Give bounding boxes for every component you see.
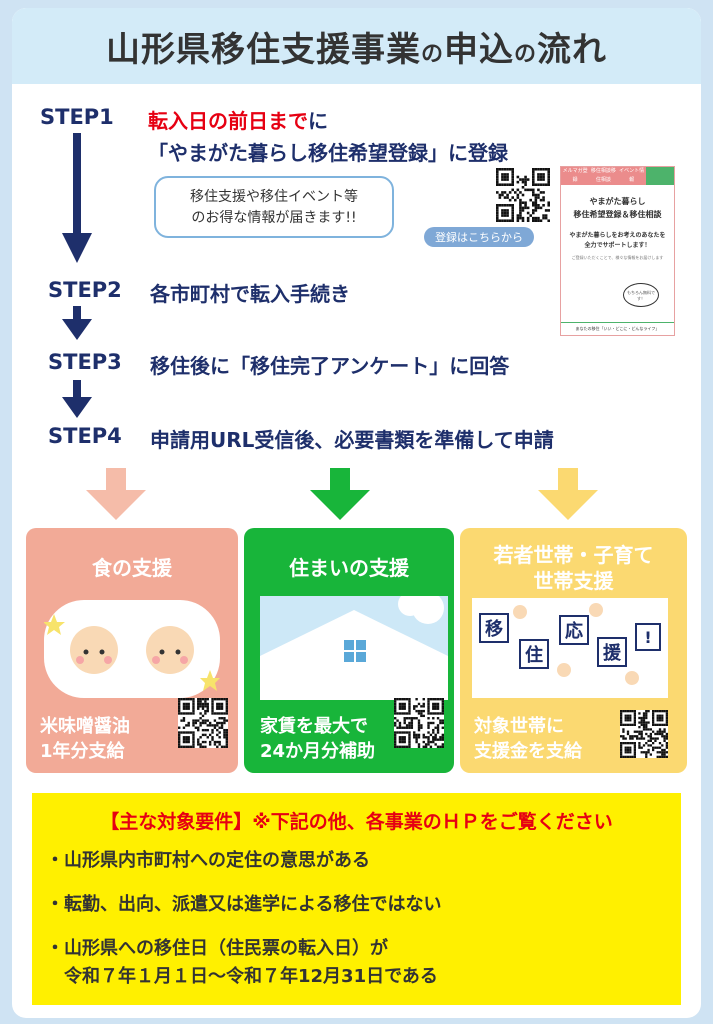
family-support-card: 若者世帯・子育て世帯支援 移 住 応 援 ! 対象世帯に支援金を支給 bbox=[460, 528, 687, 773]
step3-text: 移住後に「移住完了アンケート」に回答 bbox=[150, 354, 510, 378]
step2-text: 各市町村で転入手続き bbox=[150, 282, 350, 306]
step1-text2: 「やまがた暮らし移住希望登録」に登録 bbox=[148, 141, 508, 165]
arrow-down-icon bbox=[62, 306, 92, 340]
requirements-box: 【主な対象要件】※下記の他、各事業のＨＰをご覧ください ・山形県内市町村への定住… bbox=[32, 793, 681, 1005]
step4-label: STEP4 bbox=[48, 424, 122, 448]
card-title: 住まいの支援 bbox=[289, 556, 409, 580]
title-part-3: 流れ bbox=[537, 29, 608, 70]
food-foot-1: 米味噌醤油 bbox=[40, 716, 130, 737]
family-foot-2: 支援金を支給 bbox=[474, 741, 582, 762]
title-particle-2: の bbox=[514, 41, 538, 67]
step1-label: STEP1 bbox=[40, 105, 114, 129]
family-foot: 対象世帯に支援金を支給 bbox=[474, 714, 582, 764]
requirement-item: ・山形県への移住日（住民票の転入日）が bbox=[46, 938, 388, 959]
food-support-card: 食の支援 米味噌醤油 1年分支給 bbox=[26, 528, 238, 773]
card-title: 若者世帯・子育て世帯支援 bbox=[460, 542, 687, 594]
title-particle-1: の bbox=[420, 41, 444, 67]
arrow-down-icon bbox=[62, 133, 92, 263]
step1-deadline: 転入日の前日まで bbox=[148, 109, 308, 133]
step2-label: STEP2 bbox=[48, 278, 122, 302]
flyer-line-1: やまがた暮らしをお考えのあなたを bbox=[569, 232, 666, 239]
step1-text: 転入日の前日までに bbox=[148, 105, 328, 134]
qr-code-icon[interactable] bbox=[620, 710, 668, 758]
housing-foot-2: 24か月分補助 bbox=[260, 741, 376, 762]
sign-4: 援 bbox=[603, 642, 622, 664]
title-part-2: 申込 bbox=[444, 29, 514, 70]
housing-foot: 家賃を最大で 24か月分補助 bbox=[260, 714, 375, 764]
flyer-title-1: やまがた暮らし bbox=[589, 197, 646, 206]
flyer-tab: メルマガ登録 bbox=[562, 168, 588, 183]
step4-text: 申請用URL受信後、必要書類を準備して申請 bbox=[150, 428, 554, 452]
page-title: 山形県移住支援事業の申込の流れ bbox=[106, 22, 607, 71]
sign-2: 住 bbox=[525, 644, 543, 666]
qr-code-icon[interactable] bbox=[394, 698, 444, 748]
arrow-down-icon bbox=[538, 468, 598, 520]
children-illustration bbox=[43, 600, 220, 698]
card-title-2: 世帯支援 bbox=[533, 569, 614, 593]
sign-5: ! bbox=[644, 628, 651, 647]
flyer-tab: イベント情報 bbox=[619, 168, 645, 183]
family-foot-1: 対象世帯に bbox=[474, 716, 564, 737]
requirements-heading: 【主な対象要件】※下記の他、各事業のＨＰをご覧ください bbox=[100, 811, 613, 833]
flyer-tab bbox=[645, 167, 674, 185]
support-people-illustration: 移 住 応 援 ! bbox=[472, 598, 668, 698]
card-title-1: 若者世帯・子育て bbox=[493, 543, 654, 567]
requirement-item: ・山形県内市町村への定住の意思がある bbox=[46, 850, 370, 871]
arrow-down-icon bbox=[62, 380, 92, 418]
requirement-item: 令和７年１月１日～令和７年12月31日である bbox=[46, 966, 438, 987]
register-button[interactable]: 登録はこちらから bbox=[424, 227, 534, 247]
qr-code-icon[interactable] bbox=[496, 168, 550, 222]
title-part-1: 山形県移住支援事業 bbox=[105, 29, 421, 70]
flyer-lines: やまがた暮らしをお考えのあなたを全力でサポートします！ bbox=[561, 231, 674, 251]
flyer-small-text: ご登録いただくことで、様々な情報をお届けします bbox=[571, 255, 664, 260]
flyer-line-2: 全力でサポートします！ bbox=[584, 242, 651, 249]
flyer-bubble: もちろん無料です！ bbox=[623, 283, 659, 307]
arrow-down-icon bbox=[310, 468, 370, 520]
food-foot: 米味噌醤油 1年分支給 bbox=[40, 714, 130, 764]
housing-foot-1: 家賃を最大で bbox=[260, 716, 368, 737]
qr-code-icon[interactable] bbox=[178, 698, 228, 748]
sign-3: 応 bbox=[565, 620, 583, 642]
flyer-footer: あなたの移住「いい・どこに・どんなライフ」 bbox=[561, 322, 674, 335]
flyer-tabs: メルマガ登録 移住相談移住相談 イベント情報 bbox=[561, 167, 674, 185]
food-foot-2: 1年分支給 bbox=[40, 741, 125, 762]
flyer-title-2: 移住希望登録＆移住相談 bbox=[573, 210, 662, 219]
flyer-tab: 移住相談移住相談 bbox=[590, 168, 616, 183]
sign-1: 移 bbox=[485, 618, 503, 640]
flyer-title: やまがた暮らし移住希望登録＆移住相談 bbox=[561, 195, 674, 221]
flyer-page: 山形県移住支援事業の申込の流れ STEP1 転入日の前日までに 「やまがた暮らし… bbox=[12, 8, 701, 1018]
bubble-line-1: 移住支援や移住イベント等 bbox=[190, 189, 358, 205]
card-title: 食の支援 bbox=[92, 556, 172, 580]
step3-label: STEP3 bbox=[48, 350, 122, 374]
bubble-line-2: のお得な情報が届きます!! bbox=[191, 210, 357, 226]
info-bubble: 移住支援や移住イベント等 のお得な情報が届きます!! bbox=[154, 176, 394, 238]
requirement-item: ・転勤、出向、派遣又は進学による移住ではない bbox=[46, 894, 442, 915]
registration-flyer-image: メルマガ登録 移住相談移住相談 イベント情報 やまがた暮らし移住希望登録＆移住相… bbox=[560, 166, 675, 336]
header: 山形県移住支援事業の申込の流れ bbox=[12, 8, 701, 84]
housing-support-card: 住まいの支援 家賃を最大で 24か月分補助 bbox=[244, 528, 454, 773]
arrow-down-icon bbox=[86, 468, 146, 520]
house-illustration bbox=[260, 592, 448, 700]
step1-text-after: に bbox=[308, 109, 328, 133]
